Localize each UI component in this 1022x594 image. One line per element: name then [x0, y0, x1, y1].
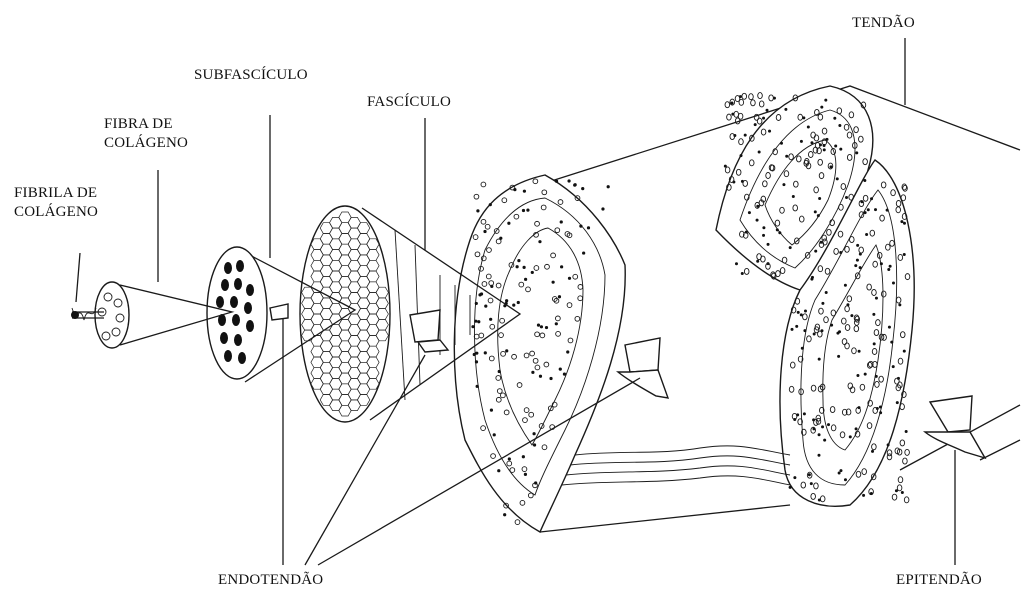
label-endotendao-text: ENDOTENDÃO	[218, 571, 323, 590]
fiber-hole	[246, 284, 254, 296]
fiber-hole	[220, 332, 228, 344]
fiber-hole	[238, 352, 246, 364]
fiber-hole	[236, 260, 244, 272]
label-fasciculo-text: FASCÍCULO	[367, 93, 451, 112]
label-tendao: TENDÃO	[852, 14, 915, 33]
fiber-hole	[244, 302, 252, 314]
fiber-hole	[224, 350, 232, 362]
fiber-hole	[221, 279, 229, 291]
fiber-hole	[224, 262, 232, 274]
label-fasciculo: FASCÍCULO	[367, 93, 451, 112]
fiber-hole	[230, 296, 238, 308]
label-subfasciculo-text: SUBFASCÍCULO	[194, 66, 308, 85]
label-fibrila-de-colageno: FIBRILA DE COLÁGENO	[14, 184, 98, 222]
fiber-hole	[246, 320, 254, 332]
label-fibrila-line1: FIBRILA DE	[14, 184, 98, 203]
label-fibra-line1: FIBRA DE	[104, 115, 188, 134]
epitendon-flap	[930, 396, 972, 432]
fiber-hole	[234, 278, 242, 290]
label-epitendao-text: EPITENDÃO	[896, 571, 982, 590]
label-tendao-text: TENDÃO	[852, 14, 915, 33]
label-epitendao: EPITENDÃO	[896, 571, 982, 590]
label-subfasciculo: SUBFASCÍCULO	[194, 66, 308, 85]
fiber-hole	[216, 296, 224, 308]
endotendon-flap	[625, 338, 660, 372]
label-fibrila-line2: COLÁGENO	[14, 203, 98, 222]
fiber-hole	[234, 334, 242, 346]
fiber-hole	[232, 314, 240, 326]
label-endotendao: ENDOTENDÃO	[218, 571, 323, 590]
label-fibra-de-colageno: FIBRA DE COLÁGENO	[104, 115, 188, 153]
label-fibra-line2: COLÁGENO	[104, 134, 188, 153]
subfascicle-honeycomb-face	[300, 206, 390, 422]
